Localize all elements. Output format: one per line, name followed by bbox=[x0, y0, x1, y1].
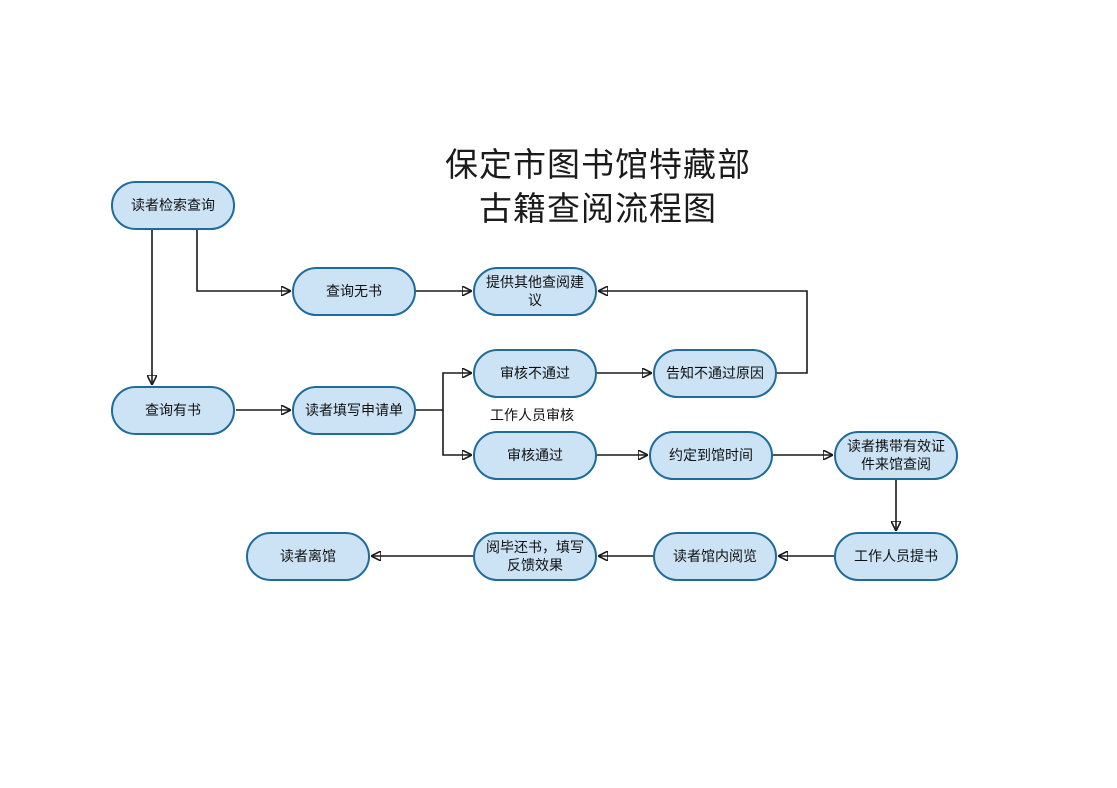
node-no-book-label: 查询无书 bbox=[326, 283, 382, 300]
node-reader-leave-label: 读者离馆 bbox=[280, 548, 336, 565]
edge-application-to-review-pass bbox=[442, 410, 471, 455]
edge-search-to-no-book bbox=[196, 230, 290, 291]
node-in-library-read[interactable]: 读者馆内阅览 bbox=[653, 532, 777, 581]
node-notify-reason-label: 告知不通过原因 bbox=[666, 365, 764, 382]
node-fill-application-label: 读者填写申请单 bbox=[305, 402, 403, 419]
node-notify-reason[interactable]: 告知不通过原因 bbox=[653, 349, 777, 398]
node-reader-search-label: 读者检索查询 bbox=[131, 197, 215, 214]
node-reader-search[interactable]: 读者检索查询 bbox=[111, 181, 235, 230]
diagram-title: 保定市图书馆特藏部 古籍查阅流程图 bbox=[430, 143, 766, 231]
node-review-fail-label: 审核不通过 bbox=[500, 365, 570, 382]
node-fill-application[interactable]: 读者填写申请单 bbox=[292, 386, 416, 435]
node-other-suggestion-label: 提供其他查阅建议 bbox=[486, 274, 584, 309]
node-no-book[interactable]: 查询无书 bbox=[292, 267, 416, 316]
node-return-feedback-label: 阅毕还书，填写反馈效果 bbox=[486, 539, 584, 574]
title-line-2: 古籍查阅流程图 bbox=[479, 189, 717, 228]
node-schedule-time[interactable]: 约定到馆时间 bbox=[649, 431, 773, 480]
staff-review-annotation: 工作人员审核 bbox=[490, 408, 574, 424]
node-in-library-read-label: 读者馆内阅览 bbox=[673, 548, 757, 565]
node-review-pass[interactable]: 审核通过 bbox=[473, 431, 597, 480]
node-review-fail[interactable]: 审核不通过 bbox=[473, 349, 597, 398]
node-review-pass-label: 审核通过 bbox=[507, 447, 563, 464]
node-bring-id[interactable]: 读者携带有效证件来馆查阅 bbox=[834, 431, 958, 480]
edge-notify-to-suggestion bbox=[599, 291, 808, 374]
node-other-suggestion[interactable]: 提供其他查阅建议 bbox=[473, 267, 597, 316]
node-return-feedback[interactable]: 阅毕还书，填写反馈效果 bbox=[473, 532, 597, 581]
node-schedule-time-label: 约定到馆时间 bbox=[669, 447, 753, 464]
edge-application-to-review-fail bbox=[416, 373, 471, 411]
node-has-book[interactable]: 查询有书 bbox=[111, 386, 235, 435]
node-staff-fetch-label: 工作人员提书 bbox=[854, 548, 938, 565]
node-has-book-label: 查询有书 bbox=[145, 402, 201, 419]
node-reader-leave[interactable]: 读者离馆 bbox=[246, 532, 370, 581]
node-staff-fetch[interactable]: 工作人员提书 bbox=[834, 532, 958, 581]
node-bring-id-label: 读者携带有效证件来馆查阅 bbox=[847, 438, 945, 473]
title-line-1: 保定市图书馆特藏部 bbox=[445, 145, 751, 184]
